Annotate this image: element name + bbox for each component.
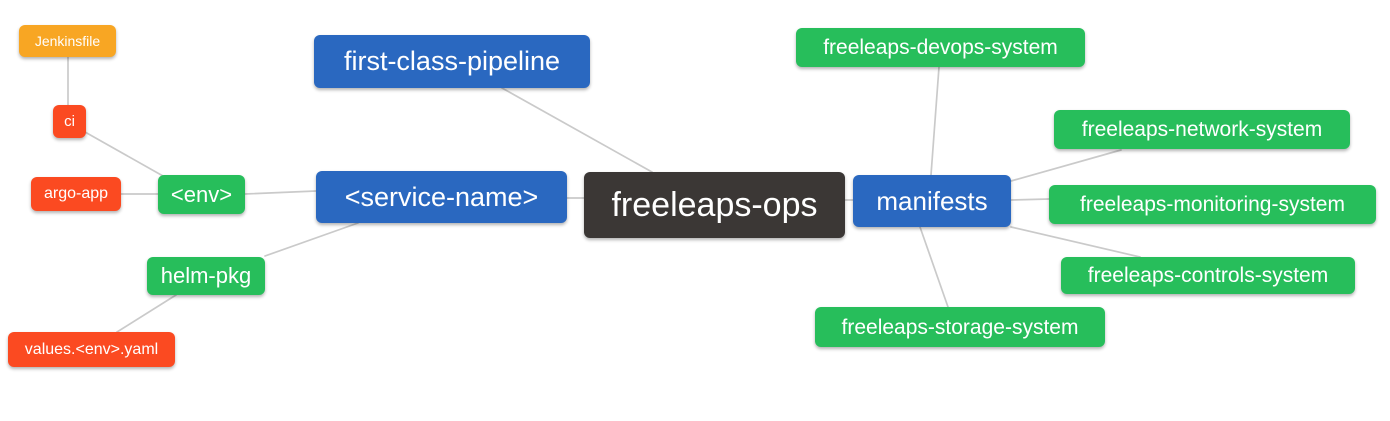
node-first-class-pipeline[interactable]: first-class-pipeline: [314, 35, 590, 88]
node-helm-pkg[interactable]: helm-pkg: [147, 257, 265, 295]
edge-manifests-to-freeleaps-controls-system: [1010, 226, 1141, 258]
node-freeleaps-devops-system[interactable]: freeleaps-devops-system: [796, 28, 1085, 67]
edge-ci-to-env: [84, 131, 164, 177]
node-argo-app[interactable]: argo-app: [31, 177, 121, 211]
edge-manifests-to-freeleaps-devops-system: [930, 66, 940, 176]
node-manifests[interactable]: manifests: [853, 175, 1011, 227]
edge-values-env-yaml-to-helm-pkg: [116, 294, 177, 333]
node-jenkinsfile[interactable]: Jenkinsfile: [19, 25, 116, 57]
node-freeleaps-storage-system[interactable]: freeleaps-storage-system: [815, 307, 1105, 347]
node-values-env-yaml[interactable]: values.<env>.yaml: [8, 332, 175, 367]
edge-manifests-to-freeleaps-network-system: [1010, 149, 1122, 182]
node-service-name[interactable]: <service-name>: [316, 171, 567, 223]
edge-manifests-to-freeleaps-storage-system: [919, 226, 949, 308]
edge-first-class-pipeline-to-freeleaps-ops: [501, 87, 653, 173]
node-ci[interactable]: ci: [53, 105, 86, 138]
node-freeleaps-ops[interactable]: freeleaps-ops: [584, 172, 845, 238]
edge-manifests-to-freeleaps-monitoring-system: [1010, 198, 1050, 201]
node-freeleaps-controls-system[interactable]: freeleaps-controls-system: [1061, 257, 1355, 294]
node-freeleaps-network-system[interactable]: freeleaps-network-system: [1054, 110, 1350, 149]
edge-helm-pkg-to-service-name: [264, 222, 359, 257]
node-freeleaps-monitoring-system[interactable]: freeleaps-monitoring-system: [1049, 185, 1376, 224]
node-env[interactable]: <env>: [158, 175, 245, 214]
edge-env-to-service-name: [244, 190, 317, 195]
